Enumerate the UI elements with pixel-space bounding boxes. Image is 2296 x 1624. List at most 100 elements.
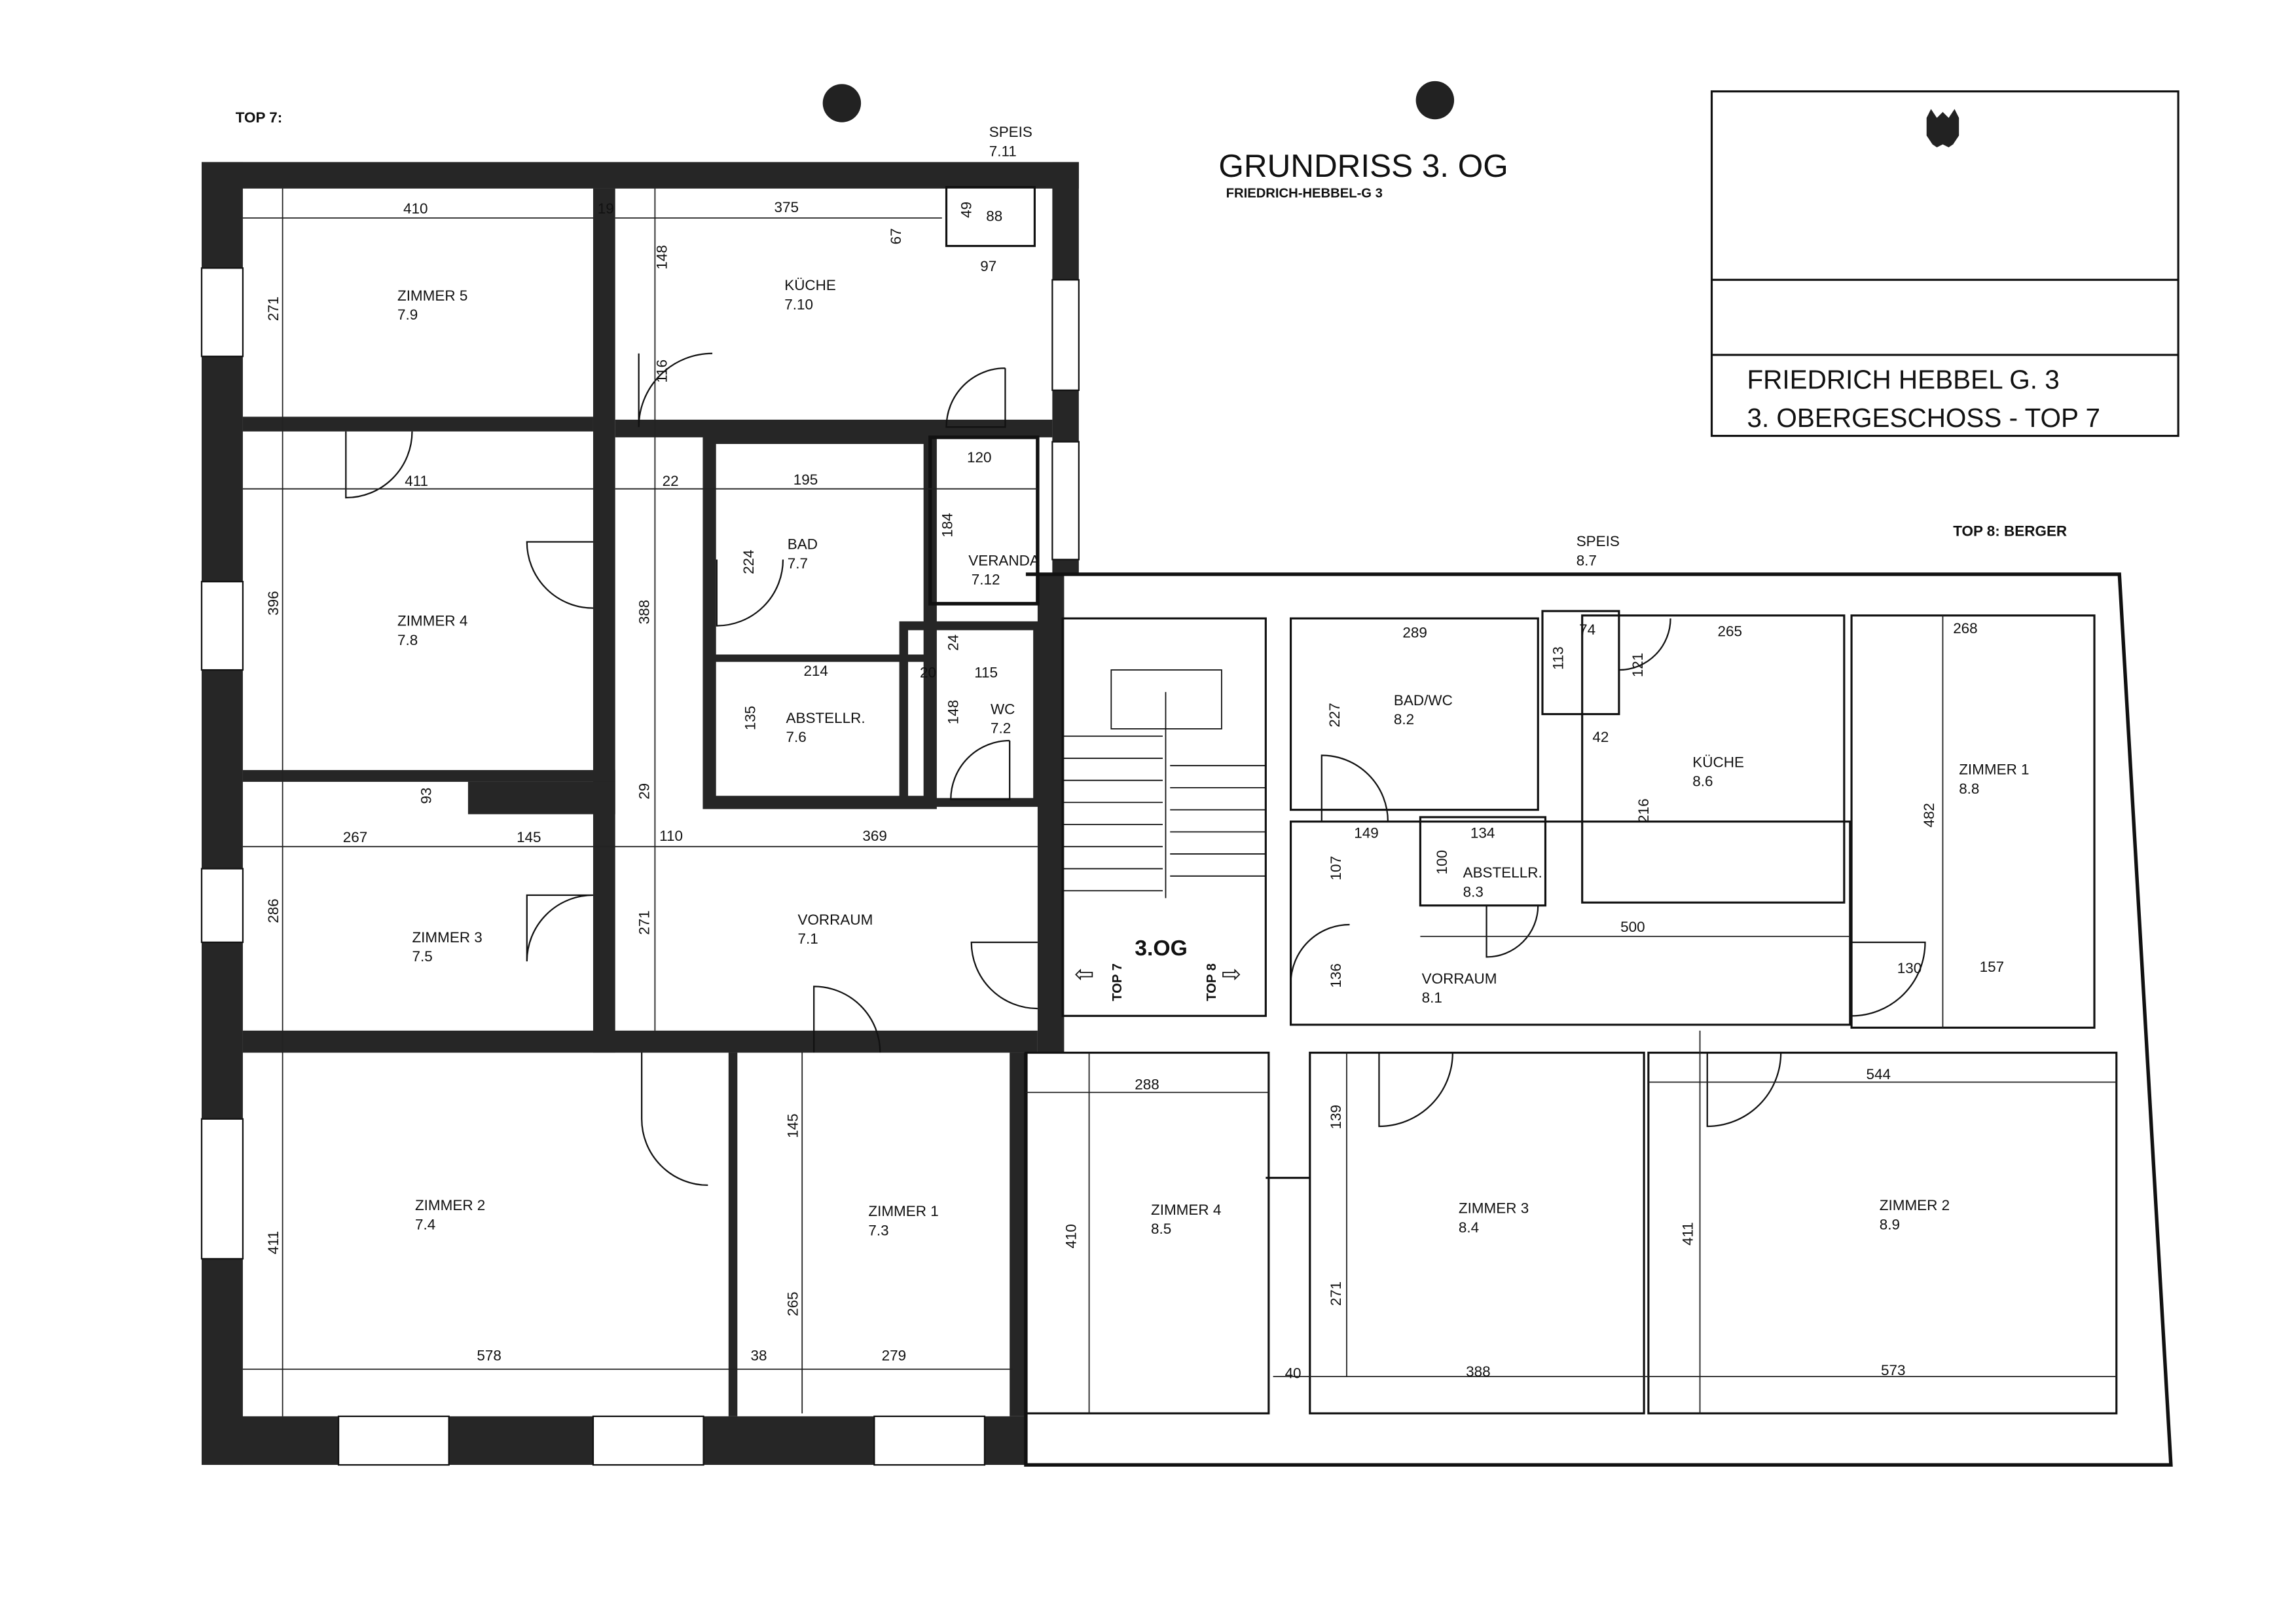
room-zimmer-2-top8: ZIMMER 28.9 (1880, 1197, 1950, 1232)
room-bad-wc-8: BAD/WC 8.2 (1394, 692, 1453, 728)
dim: 369 (862, 828, 887, 844)
dim: 115 (974, 664, 998, 680)
top8-walls (1024, 572, 2173, 1467)
dim: 148 (945, 700, 961, 724)
svg-text:8.5: 8.5 (1151, 1221, 1171, 1237)
plan-title: GRUNDRISS 3. OG (1218, 148, 1508, 184)
dim: 42 (1592, 729, 1609, 745)
svg-text:7.3: 7.3 (868, 1222, 888, 1238)
dim: 410 (1063, 1224, 1079, 1249)
punch-hole (822, 84, 862, 122)
svg-text:8.6: 8.6 (1692, 773, 1713, 790)
dim: 396 (265, 591, 282, 615)
svg-text:VORRAUM: VORRAUM (1422, 970, 1497, 987)
dim: 265 (784, 1291, 801, 1316)
dim: 195 (793, 471, 818, 488)
svg-text:7.9: 7.9 (397, 306, 418, 323)
svg-text:WC: WC (991, 701, 1015, 718)
dim: 573 (1881, 1362, 1906, 1378)
svg-text:BAD: BAD (788, 536, 818, 553)
dim: 145 (784, 1113, 801, 1138)
room-zimmer-1-top7: ZIMMER 17.3 (868, 1203, 938, 1238)
staircase: 3.OG ⇦ ⇨ TOP 7 TOP 8 (1074, 936, 1241, 1001)
dim: 271 (636, 910, 652, 935)
dim: 500 (1620, 919, 1645, 935)
svg-text:ZIMMER 2: ZIMMER 2 (1880, 1197, 1950, 1213)
svg-text:8.2: 8.2 (1394, 711, 1414, 728)
svg-text:7.7: 7.7 (788, 555, 808, 572)
dim: 121 (1630, 653, 1646, 677)
svg-text:ZIMMER 5: ZIMMER 5 (397, 287, 467, 304)
dim: 267 (343, 829, 368, 845)
svg-text:7.11: 7.11 (989, 143, 1017, 159)
punch-hole (1415, 81, 1455, 120)
dim: 271 (265, 297, 282, 322)
svg-text:ZIMMER 3: ZIMMER 3 (412, 929, 482, 946)
svg-text:8.8: 8.8 (1959, 781, 1979, 797)
dim: 29 (636, 783, 652, 800)
dim: 388 (636, 600, 652, 624)
top8-label: TOP 8: BERGER (1953, 523, 2067, 539)
dim: 288 (1135, 1077, 1159, 1093)
svg-text:ZIMMER 4: ZIMMER 4 (1151, 1202, 1221, 1218)
room-zimmer-4-top7: ZIMMER 47.8 (397, 613, 467, 648)
svg-text:VERANDA: VERANDA (968, 552, 1040, 568)
room-zimmer-2-top7: ZIMMER 27.4 (415, 1197, 485, 1232)
dim: 411 (405, 473, 428, 489)
svg-text:BAD/WC: BAD/WC (1394, 692, 1453, 709)
svg-text:ZIMMER 4: ZIMMER 4 (397, 613, 467, 629)
dim: 544 (1867, 1066, 1891, 1082)
dim: 375 (774, 199, 799, 215)
room-abstellr-8: ABSTELLR. 8.3 (1463, 864, 1542, 900)
dim: 157 (1980, 959, 2004, 975)
dim: 578 (477, 1347, 501, 1363)
svg-text:ZIMMER 2: ZIMMER 2 (415, 1197, 485, 1213)
eagle-emblem-icon (1926, 109, 1959, 147)
dim: 411 (265, 1231, 282, 1255)
dim: 139 (1328, 1105, 1344, 1130)
svg-text:8.7: 8.7 (1576, 552, 1597, 568)
dim: 289 (1402, 625, 1427, 641)
room-zimmer-3-top8: ZIMMER 38.4 (1459, 1200, 1529, 1236)
staircase-top8: TOP 8 (1205, 963, 1219, 1001)
dim: 20 (920, 664, 936, 680)
dim: 40 (1285, 1365, 1302, 1381)
dim: 482 (1921, 803, 1937, 828)
room-wc-7: WC7.2 (991, 701, 1015, 737)
dim: 134 (1470, 824, 1495, 841)
top7-label: TOP 7: (236, 109, 283, 126)
dim: 67 (888, 228, 904, 244)
dim: 279 (882, 1347, 907, 1363)
room-zimmer-5: ZIMMER 5 7.9 (397, 287, 467, 323)
dim: 216 (1635, 798, 1652, 823)
dim: 265 (1718, 623, 1742, 639)
svg-text:VORRAUM: VORRAUM (797, 912, 873, 928)
svg-text:8.4: 8.4 (1459, 1219, 1479, 1236)
dim: 97 (980, 258, 996, 274)
dim: 107 (1328, 856, 1344, 880)
top7-walls (200, 162, 1080, 1466)
dim: 88 (986, 208, 1002, 224)
svg-text:ABSTELLR.: ABSTELLR. (786, 710, 865, 726)
dim: 110 (659, 828, 683, 844)
dim: 410 (403, 200, 428, 217)
dim: 286 (265, 898, 282, 923)
arrow-right-icon: ⇨ (1222, 961, 1241, 987)
svg-text:7.6: 7.6 (786, 729, 806, 745)
svg-text:8.3: 8.3 (1463, 883, 1484, 900)
staircase-top7: TOP 7 (1110, 963, 1125, 1001)
dim: 224 (740, 549, 757, 574)
dim: 145 (517, 829, 541, 845)
room-zimmer-1-top8: ZIMMER 18.8 (1959, 762, 2029, 797)
dim: 116 (653, 360, 670, 383)
dim: 184 (939, 513, 956, 537)
dimension-labels: 410 19 375 67 49 88 97 271 148 116 411 2… (265, 199, 2004, 1381)
svg-text:ABSTELLR.: ABSTELLR. (1463, 864, 1542, 881)
